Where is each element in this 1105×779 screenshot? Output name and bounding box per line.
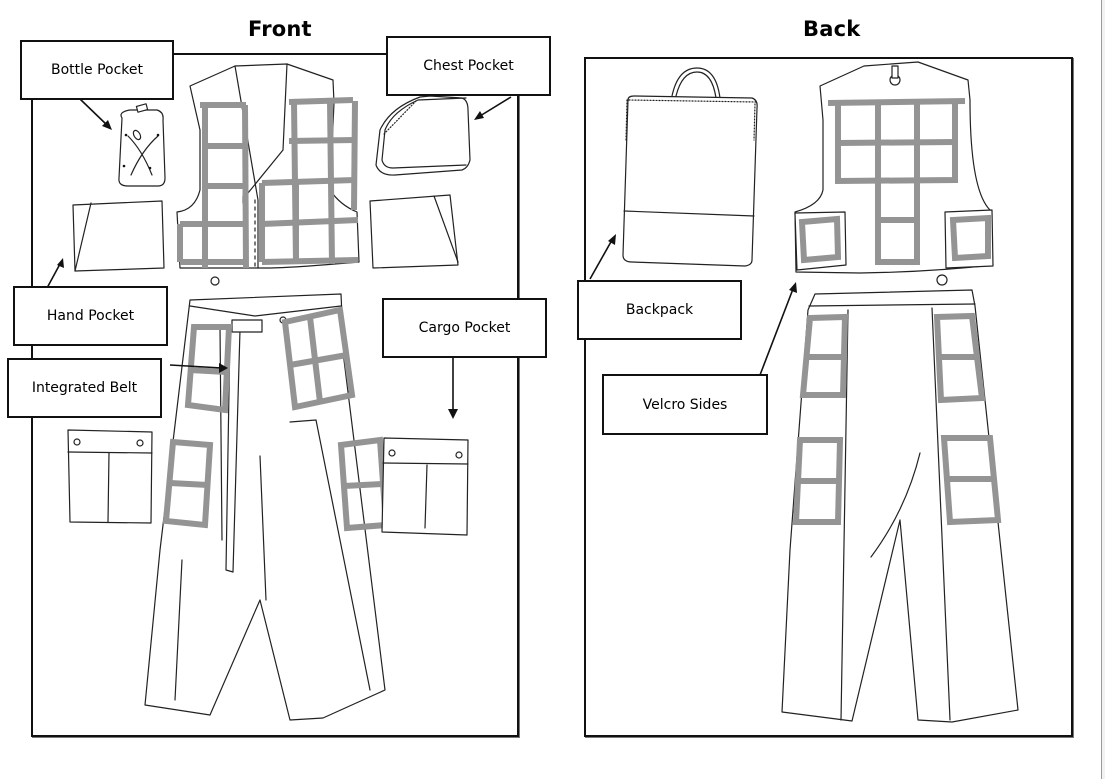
callout-velcro-sides-label: Velcro Sides	[642, 396, 728, 413]
callout-arrows	[46, 96, 797, 419]
callout-cargo-pocket: Cargo Pocket	[382, 298, 547, 358]
hand-pocket-left-illustration	[72, 200, 165, 272]
back-section-title: Back	[803, 17, 861, 41]
chest-pocket-illustration	[375, 95, 471, 176]
front-section-title: Front	[248, 17, 312, 41]
callout-velcro-sides: Velcro Sides	[602, 374, 768, 435]
callout-hand-pocket: Hand Pocket	[13, 286, 168, 346]
front-vest	[176, 63, 360, 286]
callout-backpack: Backpack	[577, 280, 742, 340]
callout-chest-pocket: Chest Pocket	[386, 36, 551, 96]
callout-integrated-belt-label: Integrated Belt	[31, 380, 138, 396]
callout-backpack-label: Backpack	[625, 302, 694, 318]
backpack-illustration	[622, 67, 758, 267]
front-pants	[144, 293, 390, 721]
page-edge	[1101, 0, 1105, 779]
hand-pocket-right-illustration	[369, 194, 459, 269]
back-pants	[781, 289, 1019, 723]
bottle-pocket-illustration	[118, 103, 166, 187]
cargo-pocket-right-illustration	[381, 437, 469, 536]
callout-bottle-pocket: Bottle Pocket	[20, 40, 174, 100]
callout-integrated-belt: Integrated Belt	[7, 358, 162, 418]
callout-chest-pocket-label: Chest Pocket	[423, 58, 514, 74]
callout-bottle-pocket-label: Bottle Pocket	[50, 62, 144, 78]
callout-cargo-pocket-label: Cargo Pocket	[418, 320, 511, 336]
cargo-pocket-left-illustration	[67, 429, 153, 524]
back-vest	[794, 61, 994, 286]
callout-hand-pocket-label: Hand Pocket	[46, 308, 135, 324]
